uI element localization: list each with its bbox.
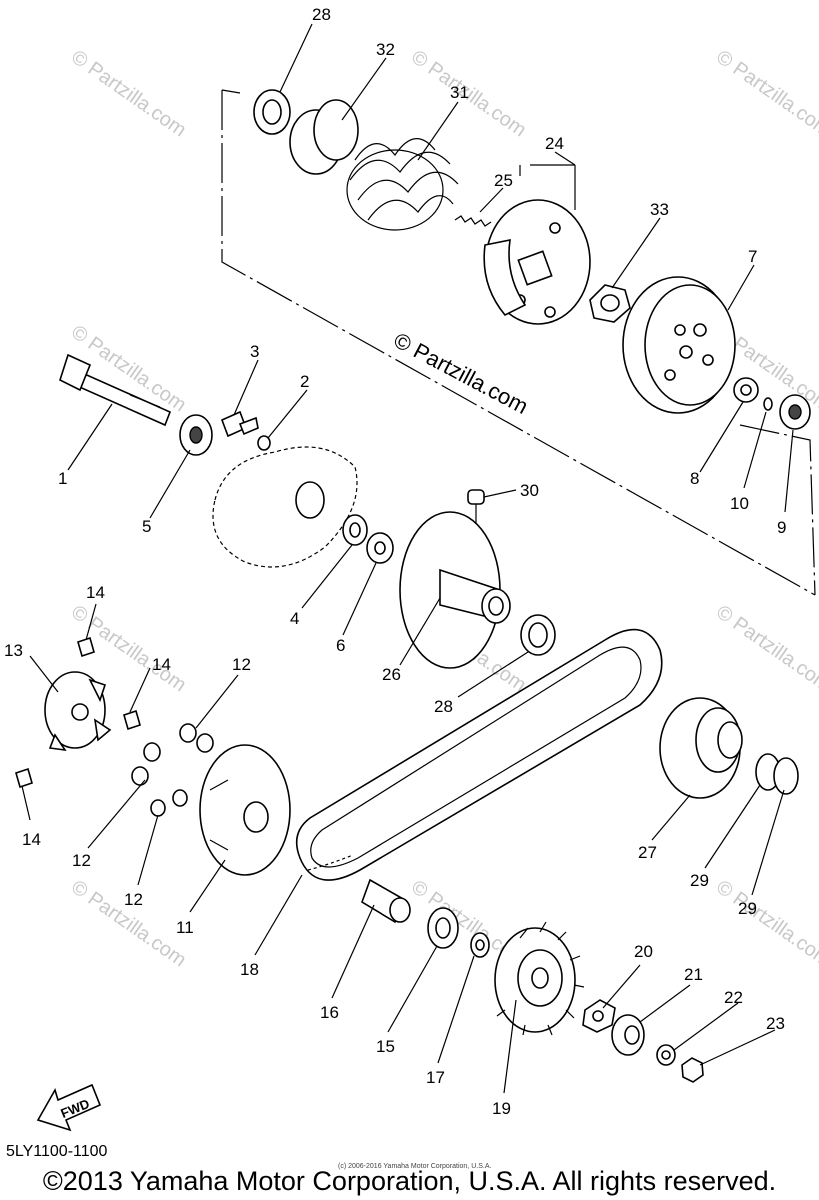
case-cover: [212, 446, 358, 568]
callout-3: 3: [250, 342, 259, 361]
part-9-bearing: [779, 394, 811, 430]
part-17-washer: [470, 932, 490, 958]
callout-29: 29: [690, 871, 709, 890]
copyright-notice: ©2013 Yamaha Motor Corporation, U.S.A. A…: [42, 1166, 777, 1196]
diagram-code: 5LY1100-1100: [6, 1143, 108, 1160]
callout-15: 15: [376, 1037, 395, 1056]
callout-10: 10: [730, 494, 749, 513]
part-6-washer: [366, 532, 394, 564]
part-22-washer: [656, 1044, 676, 1066]
callout-24: 24: [545, 134, 564, 153]
callout-12: 12: [72, 851, 91, 870]
tiny-copyright: (c) 2006-2016 Yamaha Motor Corporation, …: [338, 1163, 492, 1170]
part-16-collar: [361, 878, 411, 924]
callout-4: 4: [290, 609, 299, 628]
part-27-fixed-sheave: [659, 697, 743, 799]
part-15-bearing: [427, 907, 459, 949]
part-23-nut: [681, 1057, 704, 1083]
callout-14: 14: [86, 583, 105, 602]
callout-25: 25: [494, 171, 513, 190]
part-13-cam-plate: [44, 671, 112, 752]
fwd-arrow-icon: FWD: [36, 1083, 102, 1132]
callout-31: 31: [450, 83, 469, 102]
callout-12: 12: [124, 890, 143, 909]
part-18-v-belt: [295, 628, 663, 881]
part-29-o-rings: [755, 753, 799, 795]
callout-19: 19: [492, 1099, 511, 1118]
callout-12: 12: [232, 655, 251, 674]
watermark-text: © Partzilla.com: [712, 876, 819, 971]
callout-17: 17: [426, 1068, 445, 1087]
part-20-plate: [582, 999, 616, 1033]
callout-28: 28: [434, 697, 453, 716]
part-31-spring: [346, 138, 459, 231]
part-33-nut: [589, 284, 631, 323]
assembly-frame: [221, 89, 816, 596]
part-26-sliding-sheave: [399, 511, 511, 669]
callout-30: 30: [520, 481, 539, 500]
part-14-slides: [15, 636, 141, 789]
callout-29: 29: [738, 899, 757, 918]
callout-18: 18: [240, 960, 259, 979]
part-24-clutch-carrier: [483, 199, 591, 325]
callout-28: 28: [312, 5, 331, 24]
callout-1: 1: [58, 469, 67, 488]
callout-14: 14: [22, 830, 41, 849]
callout-11: 11: [176, 918, 194, 937]
part-32-collar: [289, 99, 359, 175]
part-1-shaft: [59, 353, 172, 427]
watermark-text: © Partzilla.com: [712, 601, 819, 696]
part-4-circlip: [342, 514, 368, 546]
part-10-washer: [763, 397, 773, 411]
callout-labels: 28 32 31 24 25 33 7 3 2 1 5 30 8 10 9 4 …: [4, 5, 786, 1118]
part-28-upper-seal: [253, 89, 291, 135]
callout-8: 8: [690, 469, 699, 488]
callout-21: 21: [684, 965, 703, 984]
part-25-small-spring: [454, 215, 492, 227]
part-2-clip: [257, 435, 271, 451]
callout-2: 2: [300, 372, 309, 391]
callout-23: 23: [766, 1014, 785, 1033]
watermark-text: © Partzilla.com: [67, 46, 190, 141]
callout-5: 5: [142, 517, 151, 536]
callout-9: 9: [777, 518, 786, 537]
part-12-weights: [131, 723, 214, 817]
part-7-clutch-housing: [622, 276, 736, 414]
callout-22: 22: [724, 988, 743, 1007]
callout-20: 20: [634, 942, 653, 961]
callout-16: 16: [320, 1003, 339, 1022]
watermark-text: © Partzilla.com: [712, 46, 819, 141]
part-3-bolt: [220, 410, 259, 438]
callout-6: 6: [336, 636, 345, 655]
callout-26: 26: [382, 665, 401, 684]
part-8-nut: [733, 377, 759, 403]
callout-14: 14: [152, 655, 171, 674]
part-5-bearing: [179, 414, 213, 456]
part-21-hub: [611, 1014, 645, 1056]
leader-lines: [21, 23, 794, 1094]
callout-7: 7: [748, 247, 757, 266]
callout-13: 13: [4, 641, 23, 660]
watermark-center: © Partzilla.com: [390, 327, 533, 419]
callout-32: 32: [376, 40, 395, 59]
part-28-lower-seal: [520, 614, 556, 656]
callout-33: 33: [650, 200, 669, 219]
callout-27: 27: [638, 843, 657, 862]
part-11-movable-sheave: [199, 744, 291, 876]
